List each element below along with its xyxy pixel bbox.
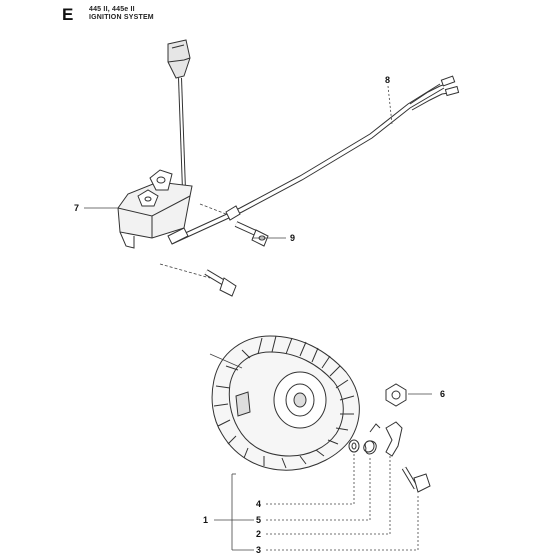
ignition-module (117, 39, 193, 249)
screw-9 (234, 221, 269, 247)
section-letter: E (62, 5, 74, 24)
callout-5: 5 (256, 515, 261, 525)
diagram-title: IGNITION SYSTEM (89, 14, 154, 21)
flywheel-hardware (348, 383, 431, 493)
leader-lines (84, 85, 432, 551)
model-line: 445 II, 445e II (89, 6, 135, 13)
callout-4: 4 (256, 499, 261, 509)
callouts: 7 8 9 6 4 1 5 2 3 (74, 75, 445, 555)
callout-8: 8 (385, 75, 390, 85)
wire-harness (167, 75, 460, 245)
callout-3: 3 (256, 545, 261, 555)
callout-2: 2 (256, 529, 261, 539)
callout-9: 9 (290, 233, 295, 243)
flywheel (211, 335, 360, 471)
callout-1: 1 (203, 515, 208, 525)
callout-7: 7 (74, 203, 79, 213)
module-bolt (204, 269, 237, 297)
callout-6: 6 (440, 389, 445, 399)
